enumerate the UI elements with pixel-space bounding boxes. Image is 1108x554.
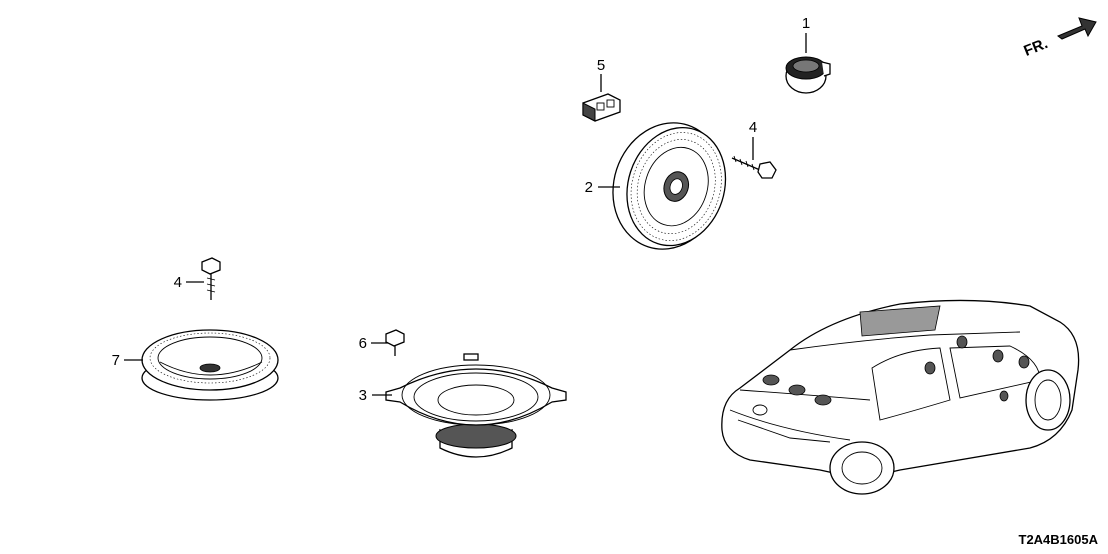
vehicle-illustration	[721, 299, 1080, 495]
callout-6: 6	[359, 335, 367, 352]
part-4-bolt-right	[731, 137, 777, 179]
front-label: FR.	[1021, 35, 1050, 60]
part-6-screw	[371, 329, 405, 356]
part-5-clip	[582, 74, 621, 122]
callout-5: 5	[597, 57, 605, 74]
part-1-cap	[785, 33, 831, 94]
part-4-bolt-left	[186, 257, 221, 300]
callout-2: 2	[585, 179, 593, 196]
front-arrow-icon	[1057, 17, 1097, 40]
front-direction-indicator: FR.	[1021, 17, 1097, 60]
part-2-speaker	[598, 122, 727, 250]
drawing-code: T2A4B1605A	[1019, 532, 1099, 547]
callout-3: 3	[359, 387, 367, 404]
part-3-speaker	[372, 353, 567, 458]
callout-4-left: 4	[174, 274, 182, 291]
part-7-speaker	[124, 329, 279, 401]
callout-4-right: 4	[749, 119, 757, 136]
callout-7: 7	[112, 352, 120, 369]
callout-1: 1	[802, 15, 810, 32]
